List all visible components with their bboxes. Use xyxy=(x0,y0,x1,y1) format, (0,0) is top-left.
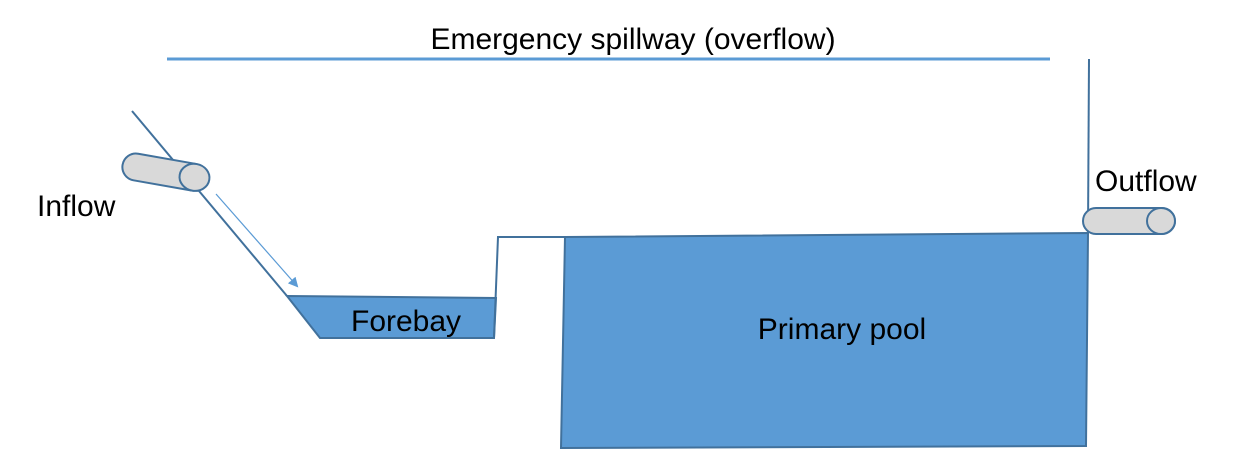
outflow-label: Outflow xyxy=(1095,165,1197,198)
primary-pool xyxy=(559,231,1090,450)
primary-pool-label: Primary pool xyxy=(758,313,926,346)
spillway-label: Emergency spillway (overflow) xyxy=(430,23,835,56)
inflow-slope xyxy=(131,110,288,297)
divider-wall xyxy=(493,236,565,339)
inflow-label: Inflow xyxy=(37,190,116,223)
inflow-pipe xyxy=(121,152,211,192)
forebay-label: Forebay xyxy=(351,305,461,338)
outflow-riser xyxy=(1087,58,1090,234)
flow-arrow xyxy=(215,193,299,288)
outflow-pipe xyxy=(1082,207,1176,235)
